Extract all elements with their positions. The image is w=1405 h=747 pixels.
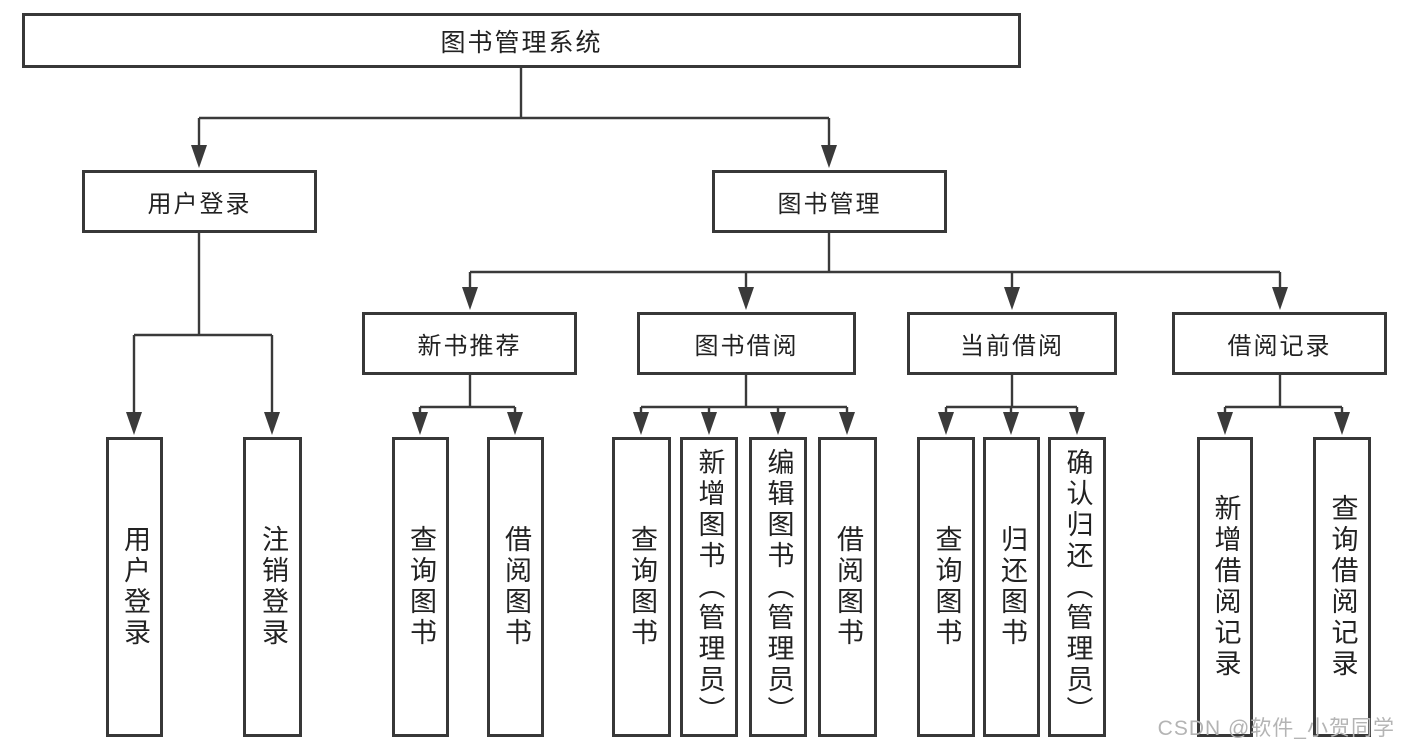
- node-leaf-edit-books-admin: 编辑图书（管理员）: [749, 437, 807, 737]
- node-leaf-user-login: 用户登录: [106, 437, 163, 737]
- node-label: 新增借阅记录: [1210, 494, 1241, 680]
- node-leaf-borrow-books-2: 借阅图书: [818, 437, 877, 737]
- node-label: 当前借阅: [960, 333, 1064, 360]
- node-user-login: 用户登录: [82, 170, 317, 233]
- node-label: 图书管理: [777, 191, 882, 218]
- node-leaf-add-books-admin: 新增图书（管理员）: [680, 437, 738, 737]
- node-label: 用户登录: [120, 525, 150, 649]
- node-book-borrowing: 图书借阅: [637, 312, 856, 375]
- node-label: 借阅图书: [501, 525, 531, 649]
- node-label: 借阅图书: [833, 525, 863, 649]
- node-leaf-query-borrow-record: 查询借阅记录: [1313, 437, 1371, 737]
- node-leaf-return-books: 归还图书: [983, 437, 1040, 737]
- node-new-book-recommend: 新书推荐: [362, 312, 577, 375]
- node-label: 查询图书: [931, 525, 962, 649]
- node-library-management-system: 图书管理系统: [22, 13, 1021, 68]
- node-leaf-add-borrow-record: 新增借阅记录: [1197, 437, 1253, 737]
- node-borrowing-records: 借阅记录: [1172, 312, 1387, 375]
- node-label: 归还图书: [997, 525, 1027, 649]
- node-label: 新书推荐: [417, 333, 522, 360]
- node-label: 查询图书: [406, 525, 436, 649]
- node-leaf-query-books-2: 查询图书: [612, 437, 671, 737]
- node-label: 图书借阅: [694, 333, 799, 360]
- node-label: 查询图书: [627, 525, 657, 649]
- node-leaf-query-books-1: 查询图书: [392, 437, 449, 737]
- node-label: 编辑图书（管理员）: [763, 447, 794, 727]
- node-label: 查询借阅记录: [1327, 494, 1358, 680]
- node-leaf-query-books-3: 查询图书: [917, 437, 975, 737]
- node-label: 确认归还（管理员）: [1062, 447, 1093, 727]
- node-leaf-confirm-return-admin: 确认归还（管理员）: [1048, 437, 1106, 737]
- node-label: 注销登录: [258, 525, 288, 649]
- csdn-watermark: CSDN @软件_小贺同学: [1157, 717, 1395, 740]
- node-label: 借阅记录: [1227, 333, 1332, 360]
- arrowheads: [126, 145, 1350, 435]
- node-label: 用户登录: [147, 191, 252, 218]
- node-leaf-logout: 注销登录: [243, 437, 302, 737]
- node-label: 新增图书（管理员）: [694, 447, 725, 727]
- node-book-management: 图书管理: [712, 170, 947, 233]
- node-leaf-borrow-books-1: 借阅图书: [487, 437, 544, 737]
- node-label: 图书管理系统: [440, 28, 603, 57]
- node-current-borrowing: 当前借阅: [907, 312, 1117, 375]
